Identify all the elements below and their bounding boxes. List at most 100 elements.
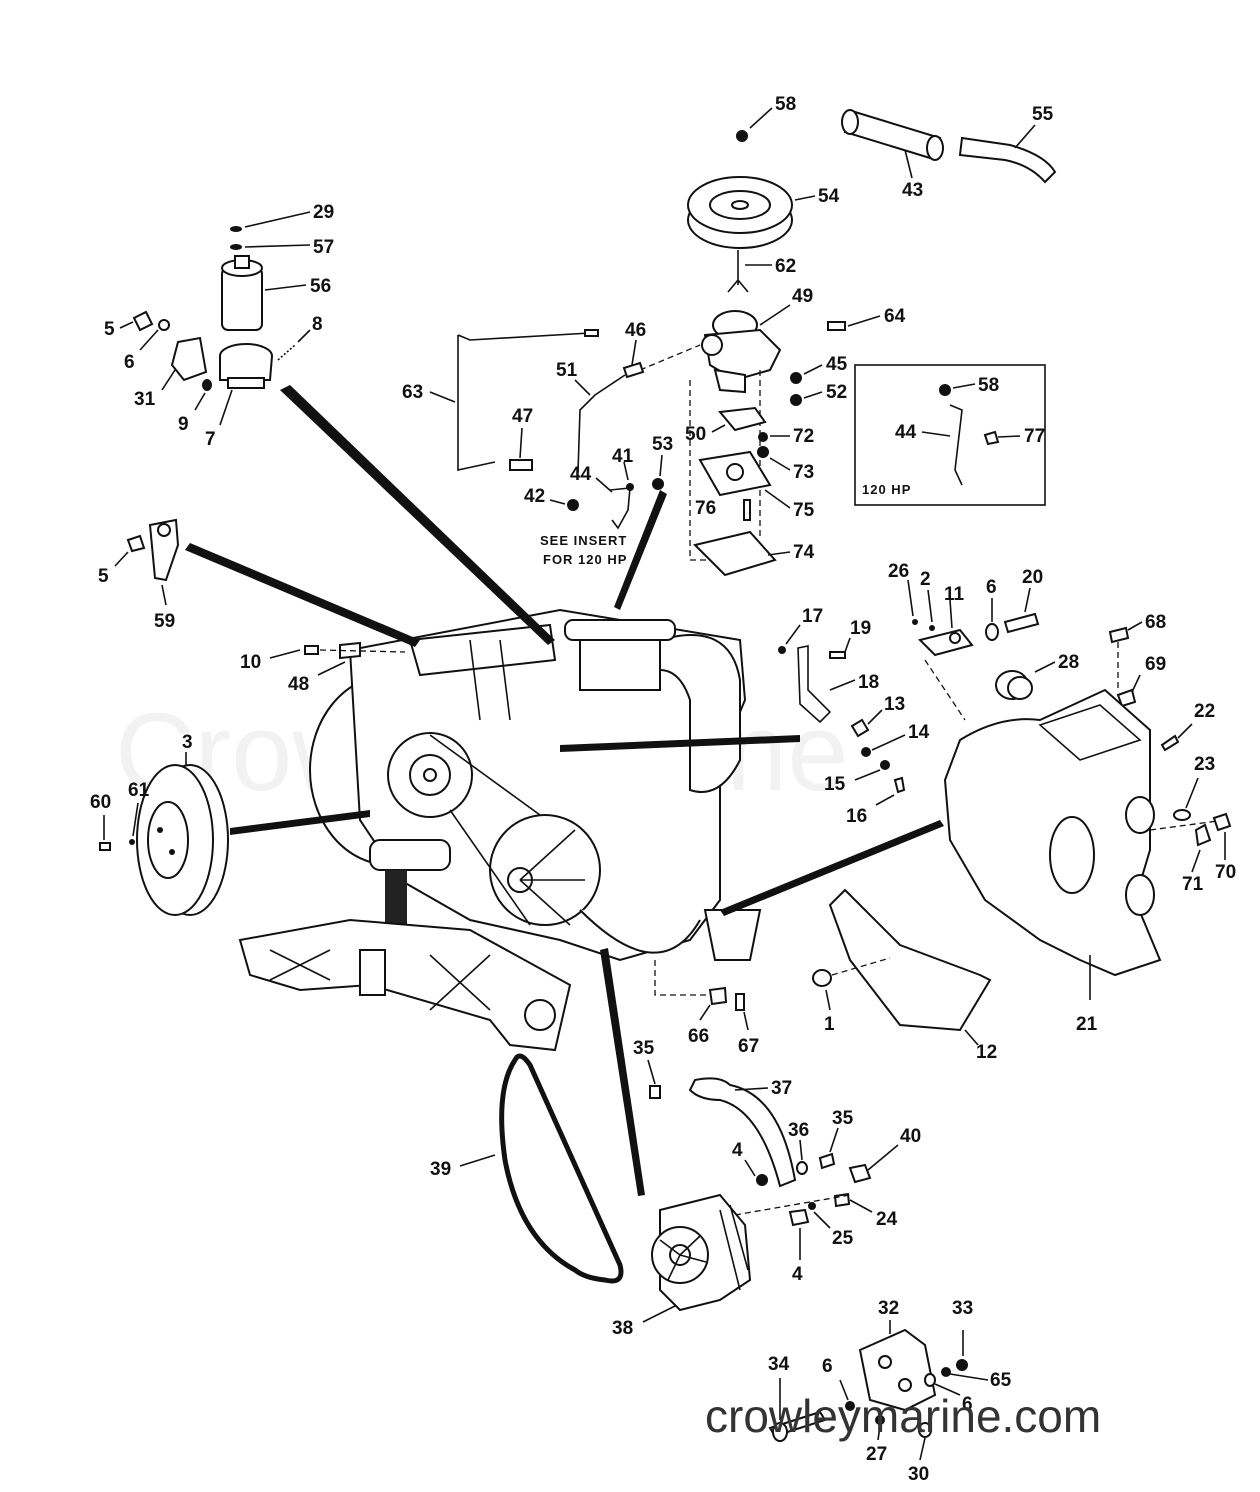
bracket-31 — [170, 336, 208, 382]
label-21: 21 — [1076, 1014, 1098, 1035]
hose-43 — [841, 109, 944, 161]
label-72: 72 — [793, 426, 814, 447]
label-67: 67 — [738, 1036, 759, 1057]
label-28: 28 — [1058, 652, 1079, 673]
label-18: 18 — [858, 672, 879, 693]
insert-box-120hp: 58 44 77 120 HP — [854, 364, 1046, 506]
label-6-lower-right: 6 — [962, 1394, 973, 1415]
label-34: 34 — [768, 1354, 790, 1375]
label-24: 24 — [876, 1209, 898, 1230]
label-1: 1 — [824, 1014, 835, 1035]
clamp-7 — [219, 343, 273, 389]
label-4-lower: 4 — [792, 1264, 803, 1285]
insert-note-line1: SEE INSERT — [540, 533, 627, 548]
label-44-insert: 44 — [895, 422, 917, 443]
label-64: 64 — [884, 306, 906, 327]
label-31: 31 — [134, 389, 156, 410]
label-29: 29 — [313, 202, 334, 223]
label-58: 58 — [775, 94, 796, 115]
label-70: 70 — [1215, 862, 1236, 883]
label-11: 11 — [944, 584, 965, 605]
label-71: 71 — [1182, 874, 1204, 895]
label-69: 69 — [1145, 654, 1166, 675]
label-19: 19 — [850, 618, 871, 639]
bracket-11 — [918, 628, 974, 657]
label-57: 57 — [313, 237, 334, 258]
label-10: 10 — [240, 652, 261, 673]
label-9: 9 — [178, 414, 189, 435]
alternator-38 — [651, 1193, 752, 1312]
label-6-top: 6 — [124, 352, 135, 373]
label-13: 13 — [884, 694, 905, 715]
bracket-32 — [858, 1328, 937, 1412]
leader-wedges — [185, 385, 944, 1196]
label-23: 23 — [1194, 754, 1215, 775]
label-3: 3 — [182, 732, 193, 753]
label-65: 65 — [990, 1370, 1012, 1391]
pulley-54 — [687, 176, 793, 249]
engine-assembly — [238, 608, 762, 1052]
label-62: 62 — [775, 256, 796, 277]
label-25: 25 — [832, 1228, 854, 1249]
label-40: 4 — [732, 1140, 743, 1161]
label-27: 27 — [866, 1444, 887, 1465]
label-59: 59 — [154, 611, 175, 632]
label-61: 61 — [128, 780, 150, 801]
label-73: 73 — [793, 462, 814, 483]
choke-49 — [701, 310, 782, 394]
label-5-top: 5 — [104, 319, 115, 340]
label-47: 47 — [512, 406, 533, 427]
label-68: 68 — [1145, 612, 1166, 633]
label-8: 8 — [312, 314, 323, 335]
label-38: 38 — [612, 1318, 633, 1339]
label-17: 17 — [802, 606, 823, 627]
label-51: 52 — [826, 382, 847, 403]
label-75: 75 — [793, 500, 815, 521]
insert-note-line2: FOR 120 HP — [543, 552, 627, 567]
label-53: 53 — [652, 434, 673, 455]
label-22: 22 — [1194, 701, 1215, 722]
label-60: 60 — [90, 792, 111, 813]
tube-63 — [457, 332, 591, 471]
label-33: 33 — [952, 1298, 973, 1319]
pulley-3 — [136, 764, 229, 916]
lever-44 — [609, 487, 631, 530]
label-42: 42 — [524, 486, 545, 507]
label-26: 26 — [888, 561, 909, 582]
elbow-55 — [958, 136, 1057, 184]
label-48: 48 — [288, 674, 309, 695]
bracket-37 — [688, 1077, 797, 1188]
label-35-right: 35 — [832, 1108, 854, 1129]
plug-28 — [995, 670, 1033, 700]
label-76: 76 — [695, 498, 716, 519]
label-5-mid: 5 — [98, 566, 109, 587]
label-6-lower-left: 6 — [822, 1356, 833, 1377]
label-55: 55 — [1032, 104, 1054, 125]
label-74: 74 — [793, 542, 815, 563]
label-36: 36 — [788, 1120, 809, 1141]
label-35-left: 35 — [633, 1038, 655, 1059]
label-30: 30 — [908, 1464, 929, 1485]
label-43: 43 — [902, 180, 923, 201]
nut-58 — [736, 130, 748, 142]
shield-12 — [828, 888, 992, 1032]
label-58-insert: 58 — [978, 375, 999, 396]
label-16: 16 — [846, 806, 867, 827]
label-6-right: 6 — [986, 577, 997, 598]
insert-box-label: 120 HP — [862, 482, 911, 497]
bracket-18 — [797, 645, 832, 724]
label-52: 45 — [826, 354, 848, 375]
label-49: 49 — [792, 286, 813, 307]
label-54: 54 — [818, 186, 840, 207]
label-56: 56 — [310, 276, 331, 297]
label-63: 63 — [402, 382, 423, 403]
label-4-upper: 40 — [900, 1126, 921, 1147]
watermark-site: crowleymarine.com — [705, 1390, 1101, 1442]
bracket-59 — [148, 518, 180, 582]
label-12: 12 — [976, 1042, 997, 1063]
flywheel-housing-21 — [943, 688, 1162, 977]
belt-39 — [499, 1053, 624, 1284]
label-39: 39 — [430, 1159, 451, 1180]
label-37: 37 — [771, 1078, 792, 1099]
